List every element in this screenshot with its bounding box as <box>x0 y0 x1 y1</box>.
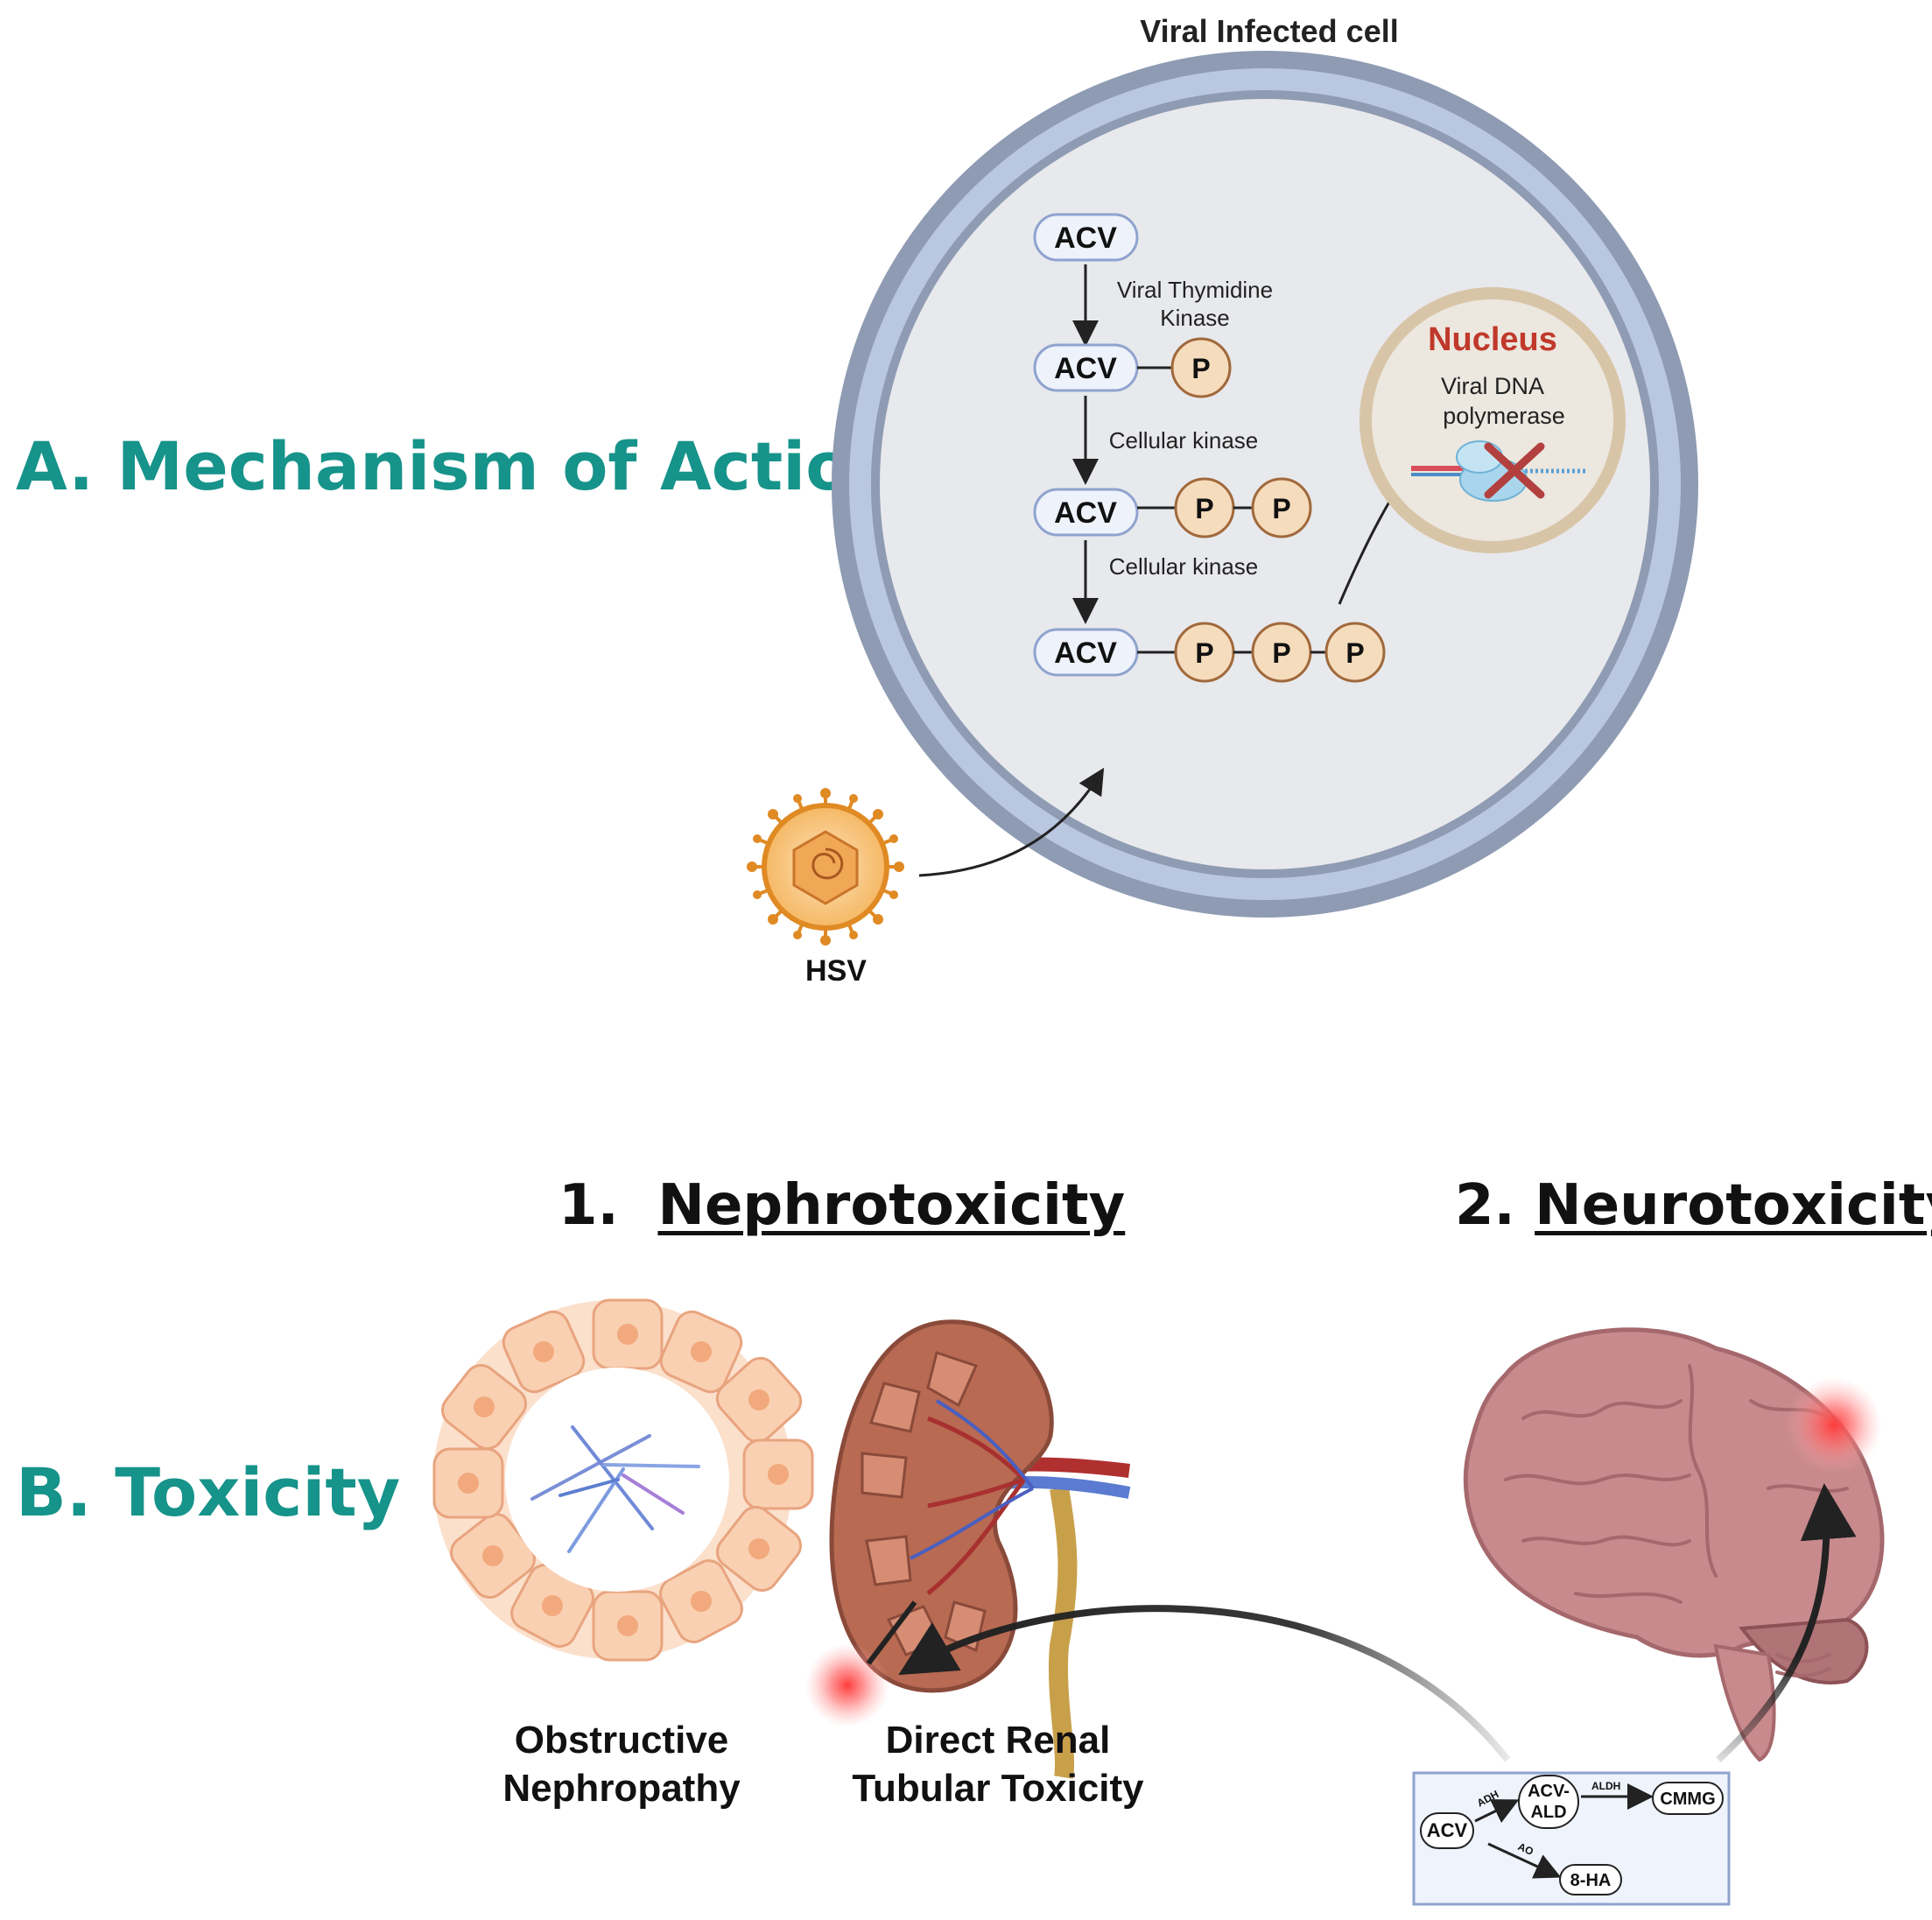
section-b-title: B. Toxicity <box>16 1453 401 1531</box>
brain-icon <box>1463 1327 1885 1762</box>
phosphate-r4-3: P <box>1345 637 1364 669</box>
phosphate-r4-1: P <box>1195 637 1213 669</box>
phosphate-r3-1: P <box>1195 493 1213 524</box>
acv-label-4: ACV <box>1054 636 1117 670</box>
nephro-heading-text: Nephrotoxicity <box>657 1173 1126 1238</box>
neurotoxicity-heading: 2. Neurotoxicity <box>1455 1173 1932 1238</box>
nephro-number: 1. <box>559 1173 619 1238</box>
brain-injury-glow <box>1786 1377 1882 1473</box>
nucleus-line2: polymerase <box>1443 403 1565 429</box>
phosphate-r4-2: P <box>1272 637 1290 669</box>
section-a-title: A. Mechanism of Action <box>16 427 899 505</box>
enzyme-2: Cellular kinase <box>1109 427 1259 454</box>
cell-label: Viral Infected cell <box>1140 13 1398 49</box>
enzyme-1-line2: Kinase <box>1160 305 1230 331</box>
tubule-icon <box>432 1298 814 1662</box>
acv-label-1: ACV <box>1054 222 1117 255</box>
enzyme-3: Cellular kinase <box>1109 553 1259 580</box>
phosphate-r3-2: P <box>1272 493 1290 524</box>
nucleus-title: Nucleus <box>1428 321 1557 358</box>
toxicity-diagram: ACV ACV- ALD CMMG 8-HA ADH ALDH AO <box>432 1298 1885 1906</box>
met-cmmg: CMMG <box>1660 1790 1715 1809</box>
obstructive-line1: Obstructive <box>514 1719 729 1762</box>
direct-renal-label: Direct Renal Tubular Toxicity <box>818 1716 1177 1812</box>
mechanism-diagram: Viral Infected cell ACV Viral Thymidine … <box>747 13 1698 988</box>
acv-box-1 <box>1033 213 1139 262</box>
met-acv-ald-2: ALD <box>1530 1803 1566 1822</box>
met-acv: ACV <box>1427 1819 1468 1841</box>
acv-label-2: ACV <box>1054 352 1117 385</box>
kidney-injury-glow <box>805 1643 889 1727</box>
met-acv-ald-1: ACV- <box>1528 1782 1570 1801</box>
nucleus: Nucleus Viral DNA polymerase <box>1359 287 1626 553</box>
acv-box-3 <box>1033 488 1139 537</box>
nucleus-line1: Viral DNA <box>1441 373 1544 399</box>
nephrotoxicity-heading: 1. Nephrotoxicity <box>559 1173 1125 1238</box>
direct-line2: Tubular Toxicity <box>852 1767 1144 1810</box>
neuro-heading-text: Neurotoxicity <box>1535 1173 1932 1238</box>
met-8ha: 8-HA <box>1570 1871 1612 1890</box>
metabolism-box: ACV ACV- ALD CMMG 8-HA ADH ALDH AO <box>1412 1771 1731 1906</box>
phosphate-r2-1: P <box>1191 353 1210 384</box>
acv-label-3: ACV <box>1054 496 1117 530</box>
neuro-number: 2. <box>1455 1173 1515 1238</box>
met-aldh: ALDH <box>1591 1780 1620 1792</box>
hsv-virus-icon <box>747 788 904 946</box>
enzyme-1-line1: Viral Thymidine <box>1117 277 1273 303</box>
direct-line1: Direct Renal <box>885 1719 1111 1762</box>
x-mark-icon <box>1484 442 1545 499</box>
hsv-label: HSV <box>805 954 867 988</box>
obstructive-nephropathy-label: Obstructive Nephropathy <box>464 1716 779 1812</box>
obstructive-line2: Nephropathy <box>502 1767 741 1810</box>
met-ao: AO <box>1516 1840 1535 1858</box>
